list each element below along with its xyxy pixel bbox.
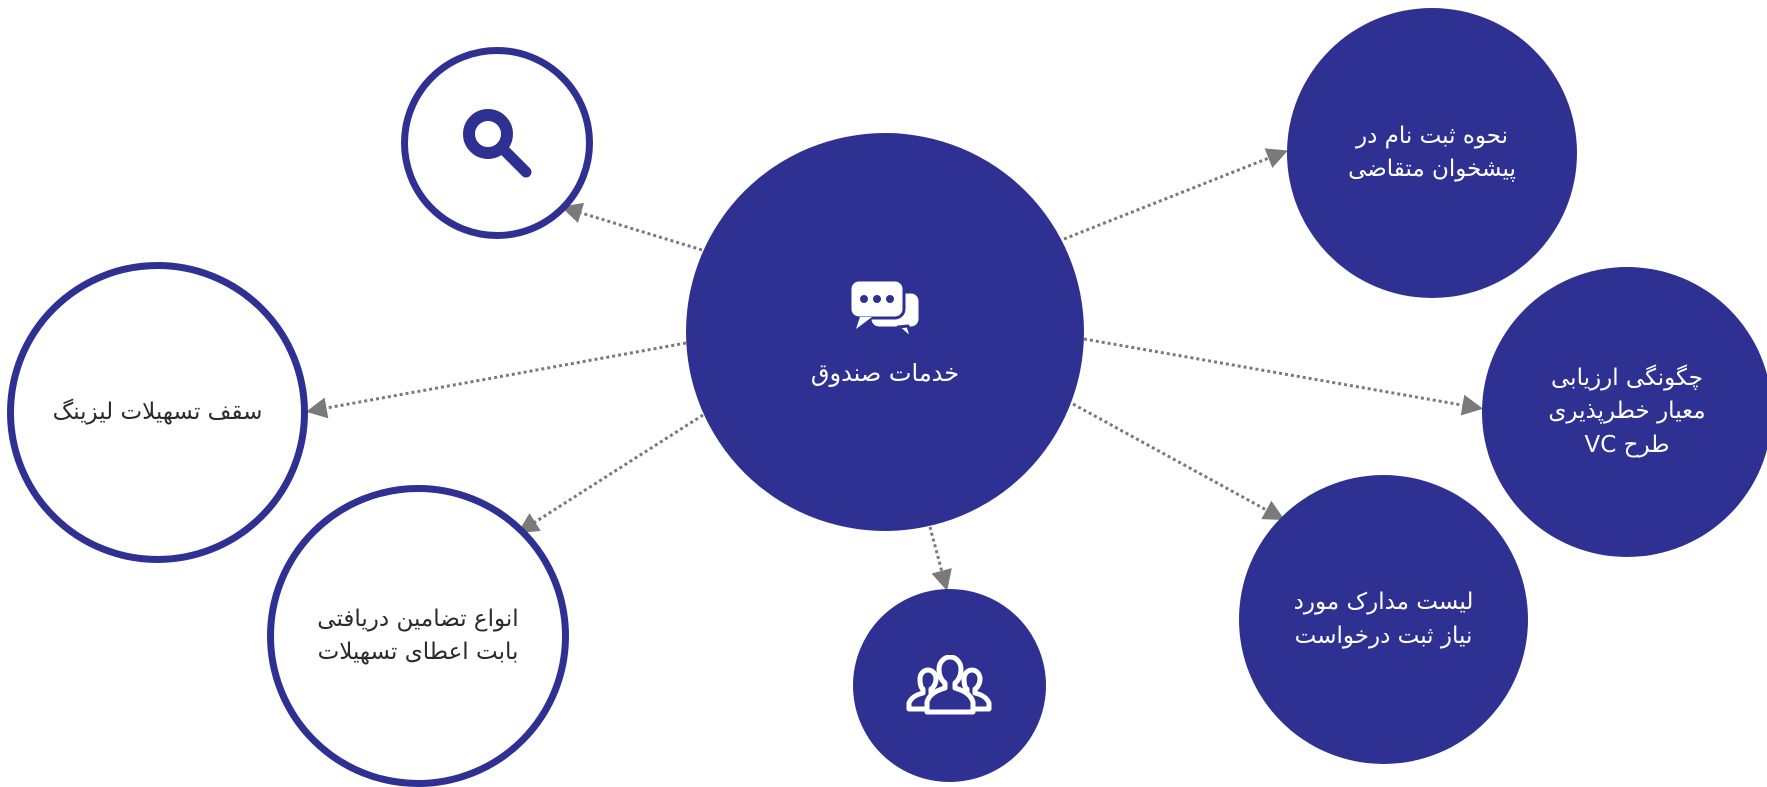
guarantee-types-node[interactable]: انواع تضامین دریافتی بابت اعطای تسهیلات (267, 485, 569, 787)
registration-method-node[interactable]: نحوه ثبت نام در پیشخوان متقاضی (1287, 8, 1577, 298)
connector-to-risk (1083, 337, 1484, 416)
leasing-ceiling-label: سقف تسهیلات لیزینگ (52, 398, 263, 425)
chat-bubbles-icon (848, 278, 922, 341)
required-documents-label: لیست مدارک مورد نیاز ثبت درخواست (1293, 589, 1474, 649)
risk-evaluation-label: چگونگی ارزیابی معیار خطرپذیری طرح VC (1548, 364, 1706, 458)
search-node[interactable] (401, 47, 593, 239)
registration-method-label: نحوه ثبت نام در پیشخوان متقاضی (1348, 122, 1516, 182)
required-documents-node[interactable]: لیست مدارک مورد نیاز ثبت درخواست (1239, 475, 1528, 764)
connector-to-docs (1072, 402, 1285, 521)
guarantee-types-label: انواع تضامین دریافتی بابت اعطای تسهیلات (317, 605, 519, 665)
center-label: خدمات صندوق (810, 359, 960, 387)
risk-evaluation-node[interactable]: چگونگی ارزیابی معیار خطرپذیری طرح VC (1482, 267, 1767, 557)
team-node[interactable] (853, 589, 1046, 782)
center-node-fund-services[interactable]: خدمات صندوق (686, 133, 1084, 531)
connector-to-register (1063, 148, 1288, 241)
connector-to-team (928, 526, 952, 592)
connector-to-guarantee (517, 413, 704, 534)
connector-to-leasing (305, 341, 687, 419)
leasing-ceiling-node[interactable]: سقف تسهیلات لیزینگ (7, 262, 308, 563)
search-icon (463, 109, 532, 178)
people-group-icon (906, 654, 991, 714)
connector-to-search (560, 202, 703, 252)
